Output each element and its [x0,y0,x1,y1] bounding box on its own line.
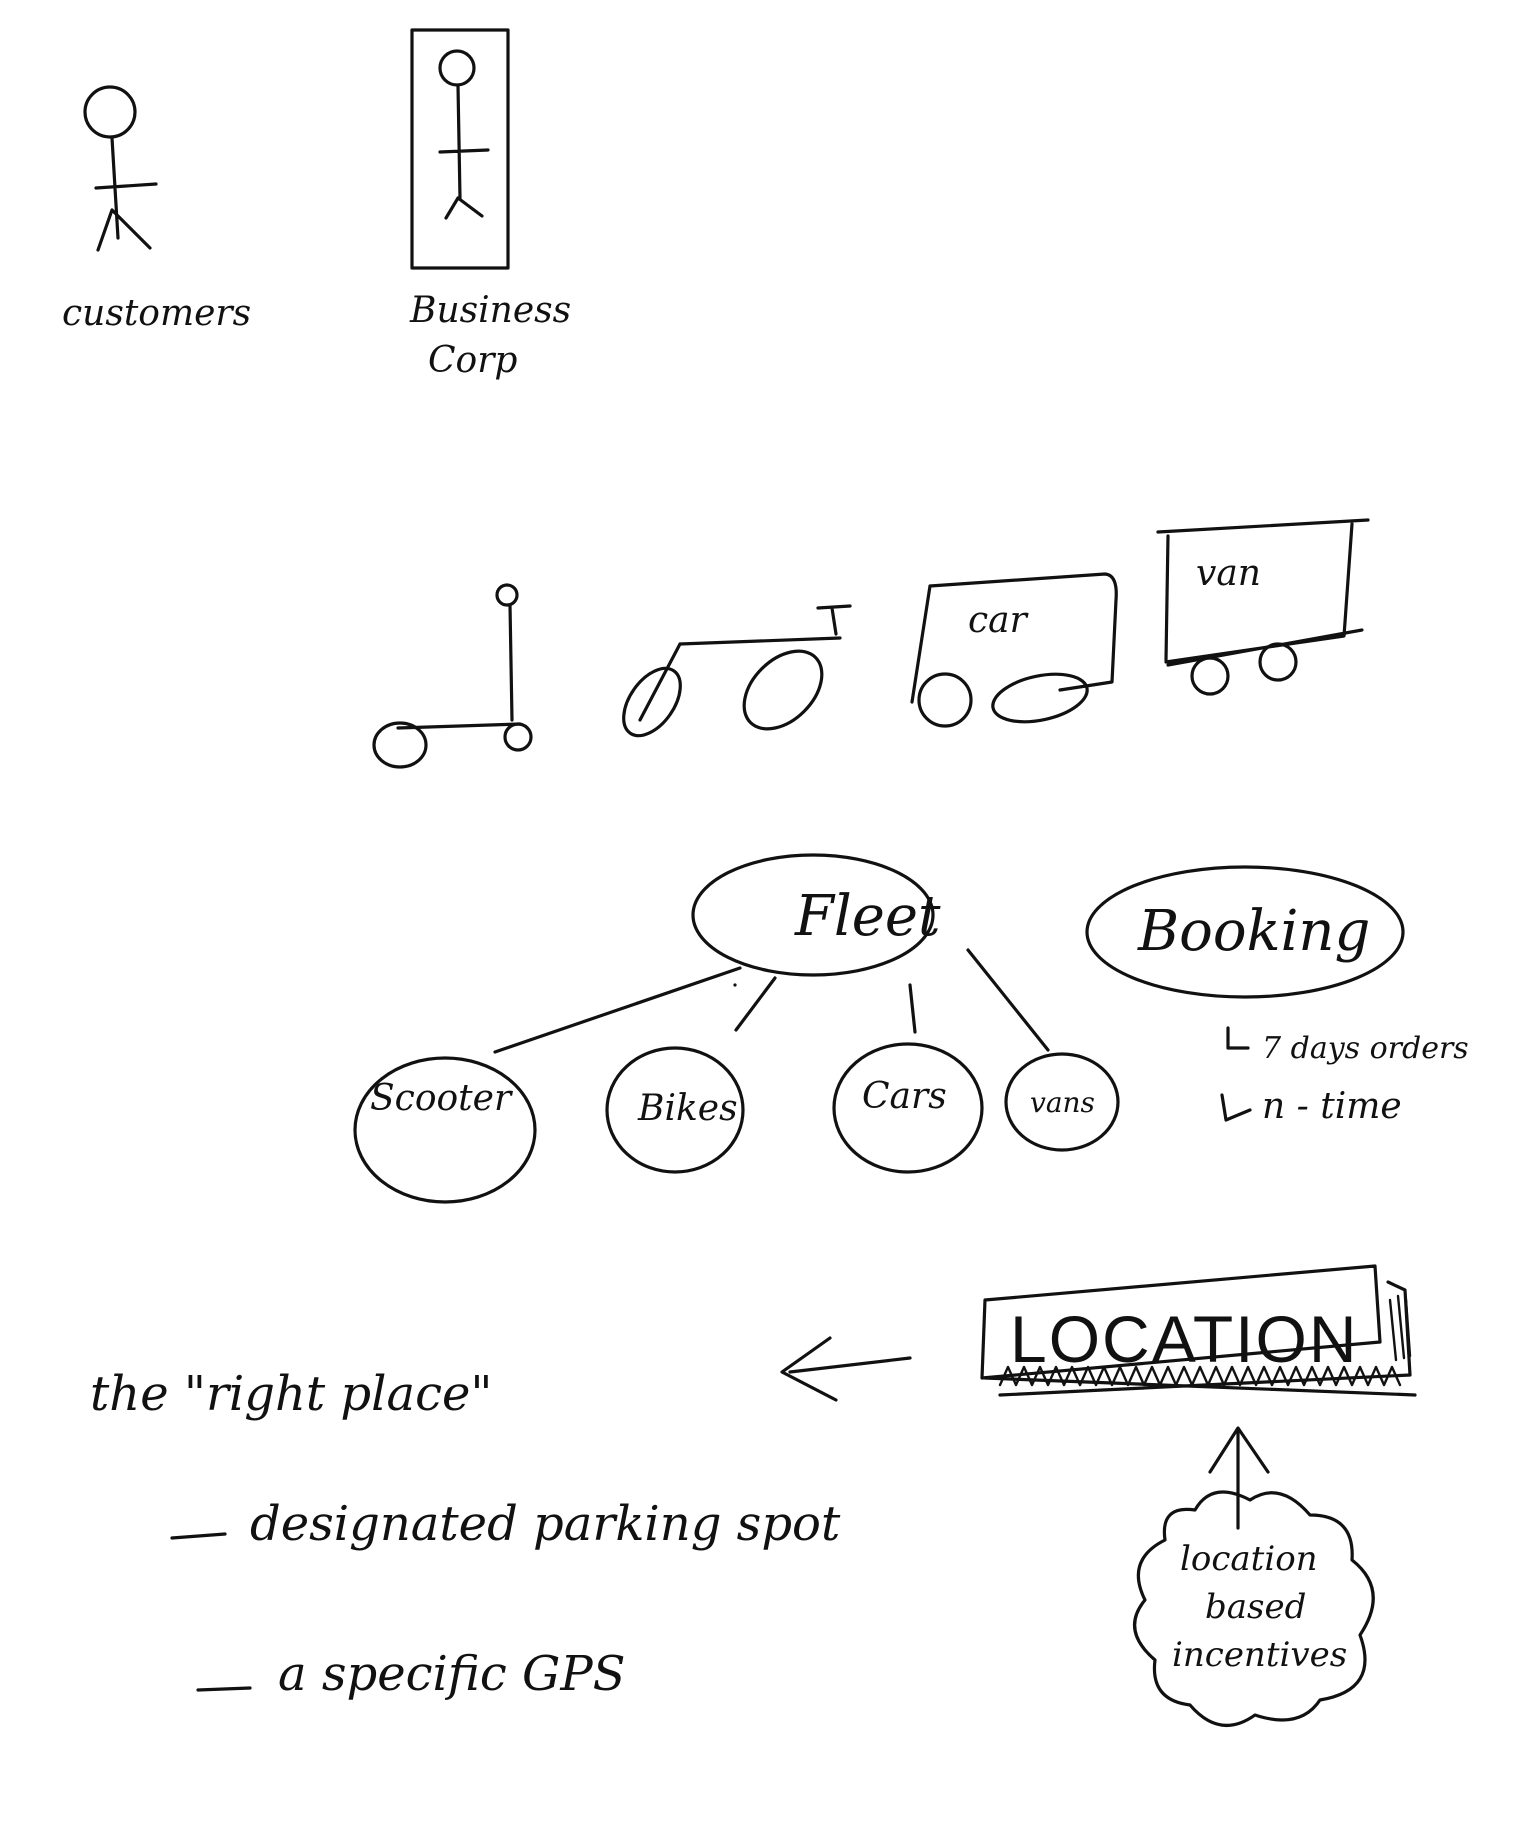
van-label: van [1196,553,1261,594]
incentives-line-1: location [1180,1539,1318,1579]
business-label-2: Corp [428,340,517,381]
location-box: LOCATION [980,1264,1417,1397]
bullet-dash-2 [196,1686,252,1692]
location-label: LOCATION [1010,1302,1358,1376]
fleet-branches [493,948,1050,1054]
business-head [438,49,476,87]
scooter-drawing [372,583,533,769]
incentives-cloud: location based incentives [1133,1490,1375,1727]
right-place-notes: the "right place" designated parking spo… [90,1366,841,1702]
location-side-hatching [1388,1294,1412,1362]
business-frame [410,28,510,270]
van-drawing: van [1156,518,1370,696]
cloud-shape [1133,1490,1375,1727]
fleet-child-cars-label: Cars [862,1076,947,1117]
fleet-child-vans [1004,1052,1120,1152]
customers-label: customers [62,293,251,334]
arrow-location-to-right-place [780,1336,912,1402]
vehicles-row: car van [372,518,1370,769]
car-label: car [968,600,1029,641]
fleet-node [691,853,935,977]
fleet-child-cars [832,1042,984,1174]
booking-note-arrows [1220,1026,1252,1122]
right-place-heading: the "right place" [90,1366,493,1422]
location-frame [980,1264,1382,1380]
fleet-tree: Fleet Scooter Bikes Cars vans [353,853,1120,1204]
customers-actor: customers [62,85,251,334]
business-body [438,84,490,220]
business-label-1: Business [409,290,571,331]
car-drawing: car [910,572,1118,728]
booking-note-1: 7 days orders [1262,1031,1469,1066]
fleet-child-scooter [353,1056,537,1204]
fleet-child-bikes [605,1046,745,1174]
business-corp-actor: Business Corp [409,28,571,381]
fleet-label: Fleet [794,884,941,949]
bike-drawing [622,604,852,738]
customer-body [94,136,158,252]
booking-node-group: Booking 7 days orders n - time [1085,865,1469,1127]
incentives-line-3: incentives [1172,1635,1347,1675]
booking-label: Booking [1137,899,1370,964]
fleet-child-bikes-label: Bikes [637,1088,738,1129]
fleet-child-vans-label: vans [1030,1086,1095,1119]
booking-note-2: n - time [1262,1086,1402,1127]
incentives-line-2: based [1205,1587,1306,1627]
fleet-child-scooter-label: Scooter [370,1078,513,1119]
customer-head [83,85,137,139]
location-hatching [998,1365,1402,1387]
arrow-incentives-to-location [1208,1426,1270,1530]
right-place-item-2: a specific GPS [278,1646,626,1702]
booking-node [1085,865,1405,999]
right-place-item-1: designated parking spot [250,1496,841,1552]
bullet-dash-1 [170,1532,227,1540]
